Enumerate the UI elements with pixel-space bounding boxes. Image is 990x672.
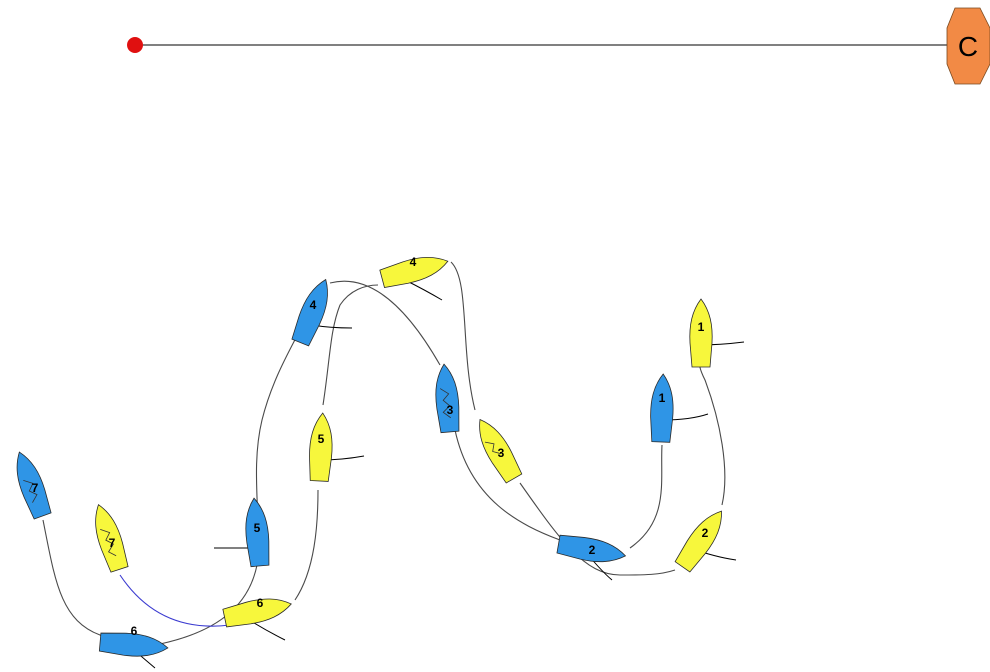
start-line: C: [127, 7, 990, 85]
yellow-boat-7-label: 7: [109, 536, 116, 550]
yellow-boat-1-label: 1: [698, 320, 705, 334]
blue-boat-7[interactable]: 7: [8, 447, 54, 521]
yellow-boat-1[interactable]: 1: [689, 298, 713, 368]
start-pin-icon[interactable]: [127, 37, 143, 53]
yellow-boat-track: [119, 574, 231, 627]
yellow-boat-4[interactable]: 4: [378, 246, 452, 291]
wind-lines: [124, 279, 745, 669]
blue-boat-6-label: 6: [131, 624, 138, 638]
blue-boat-1[interactable]: 1: [649, 373, 675, 443]
blue-boats: 1 2 3 4 5 6 7: [8, 274, 675, 660]
committee-boat-label: C: [958, 31, 978, 62]
blue-boat-5[interactable]: 5: [242, 496, 272, 568]
blue-boat-3-label: 3: [447, 403, 454, 417]
blue-boat-3[interactable]: 3: [432, 362, 462, 434]
yellow-boat-track: [322, 284, 379, 406]
yellow-boat-6-label: 6: [257, 596, 264, 610]
yellow-boat-track: [294, 489, 319, 601]
yellow-boat-7[interactable]: 7: [87, 500, 131, 574]
yellow-boat-4-label: 4: [410, 255, 417, 269]
blue-boat-2-label: 2: [589, 543, 596, 557]
blue-boat-track: [159, 329, 301, 645]
blue-boat-track: [629, 444, 663, 549]
yellow-boats: 1 2 3 4 5 6 7: [87, 246, 732, 630]
yellow-boat-track: [450, 261, 476, 411]
yellow-boat-track: [698, 349, 726, 506]
yellow-boat-5-label: 5: [318, 432, 325, 446]
yellow-boat-3[interactable]: 3: [469, 413, 525, 485]
blue-boat-6[interactable]: 6: [98, 621, 170, 660]
blue-boat-track: [329, 280, 441, 366]
yellow-boat-2-label: 2: [702, 526, 709, 540]
blue-boat-5-label: 5: [254, 521, 261, 535]
yellow-boat-track: [519, 482, 676, 576]
blue-boat-4-label: 4: [310, 298, 317, 312]
yellow-boat-2[interactable]: 2: [672, 504, 732, 574]
blue-boat-7-label: 7: [32, 481, 39, 495]
yellow-boat-3-label: 3: [498, 446, 505, 460]
yellow-boat-6[interactable]: 6: [221, 589, 295, 630]
yellow-boat-5[interactable]: 5: [307, 411, 335, 483]
blue-boat-1-label: 1: [659, 391, 666, 405]
blue-boat-4[interactable]: 4: [289, 274, 337, 348]
blue-boat-2[interactable]: 2: [556, 532, 628, 568]
committee-boat[interactable]: C: [946, 7, 990, 85]
